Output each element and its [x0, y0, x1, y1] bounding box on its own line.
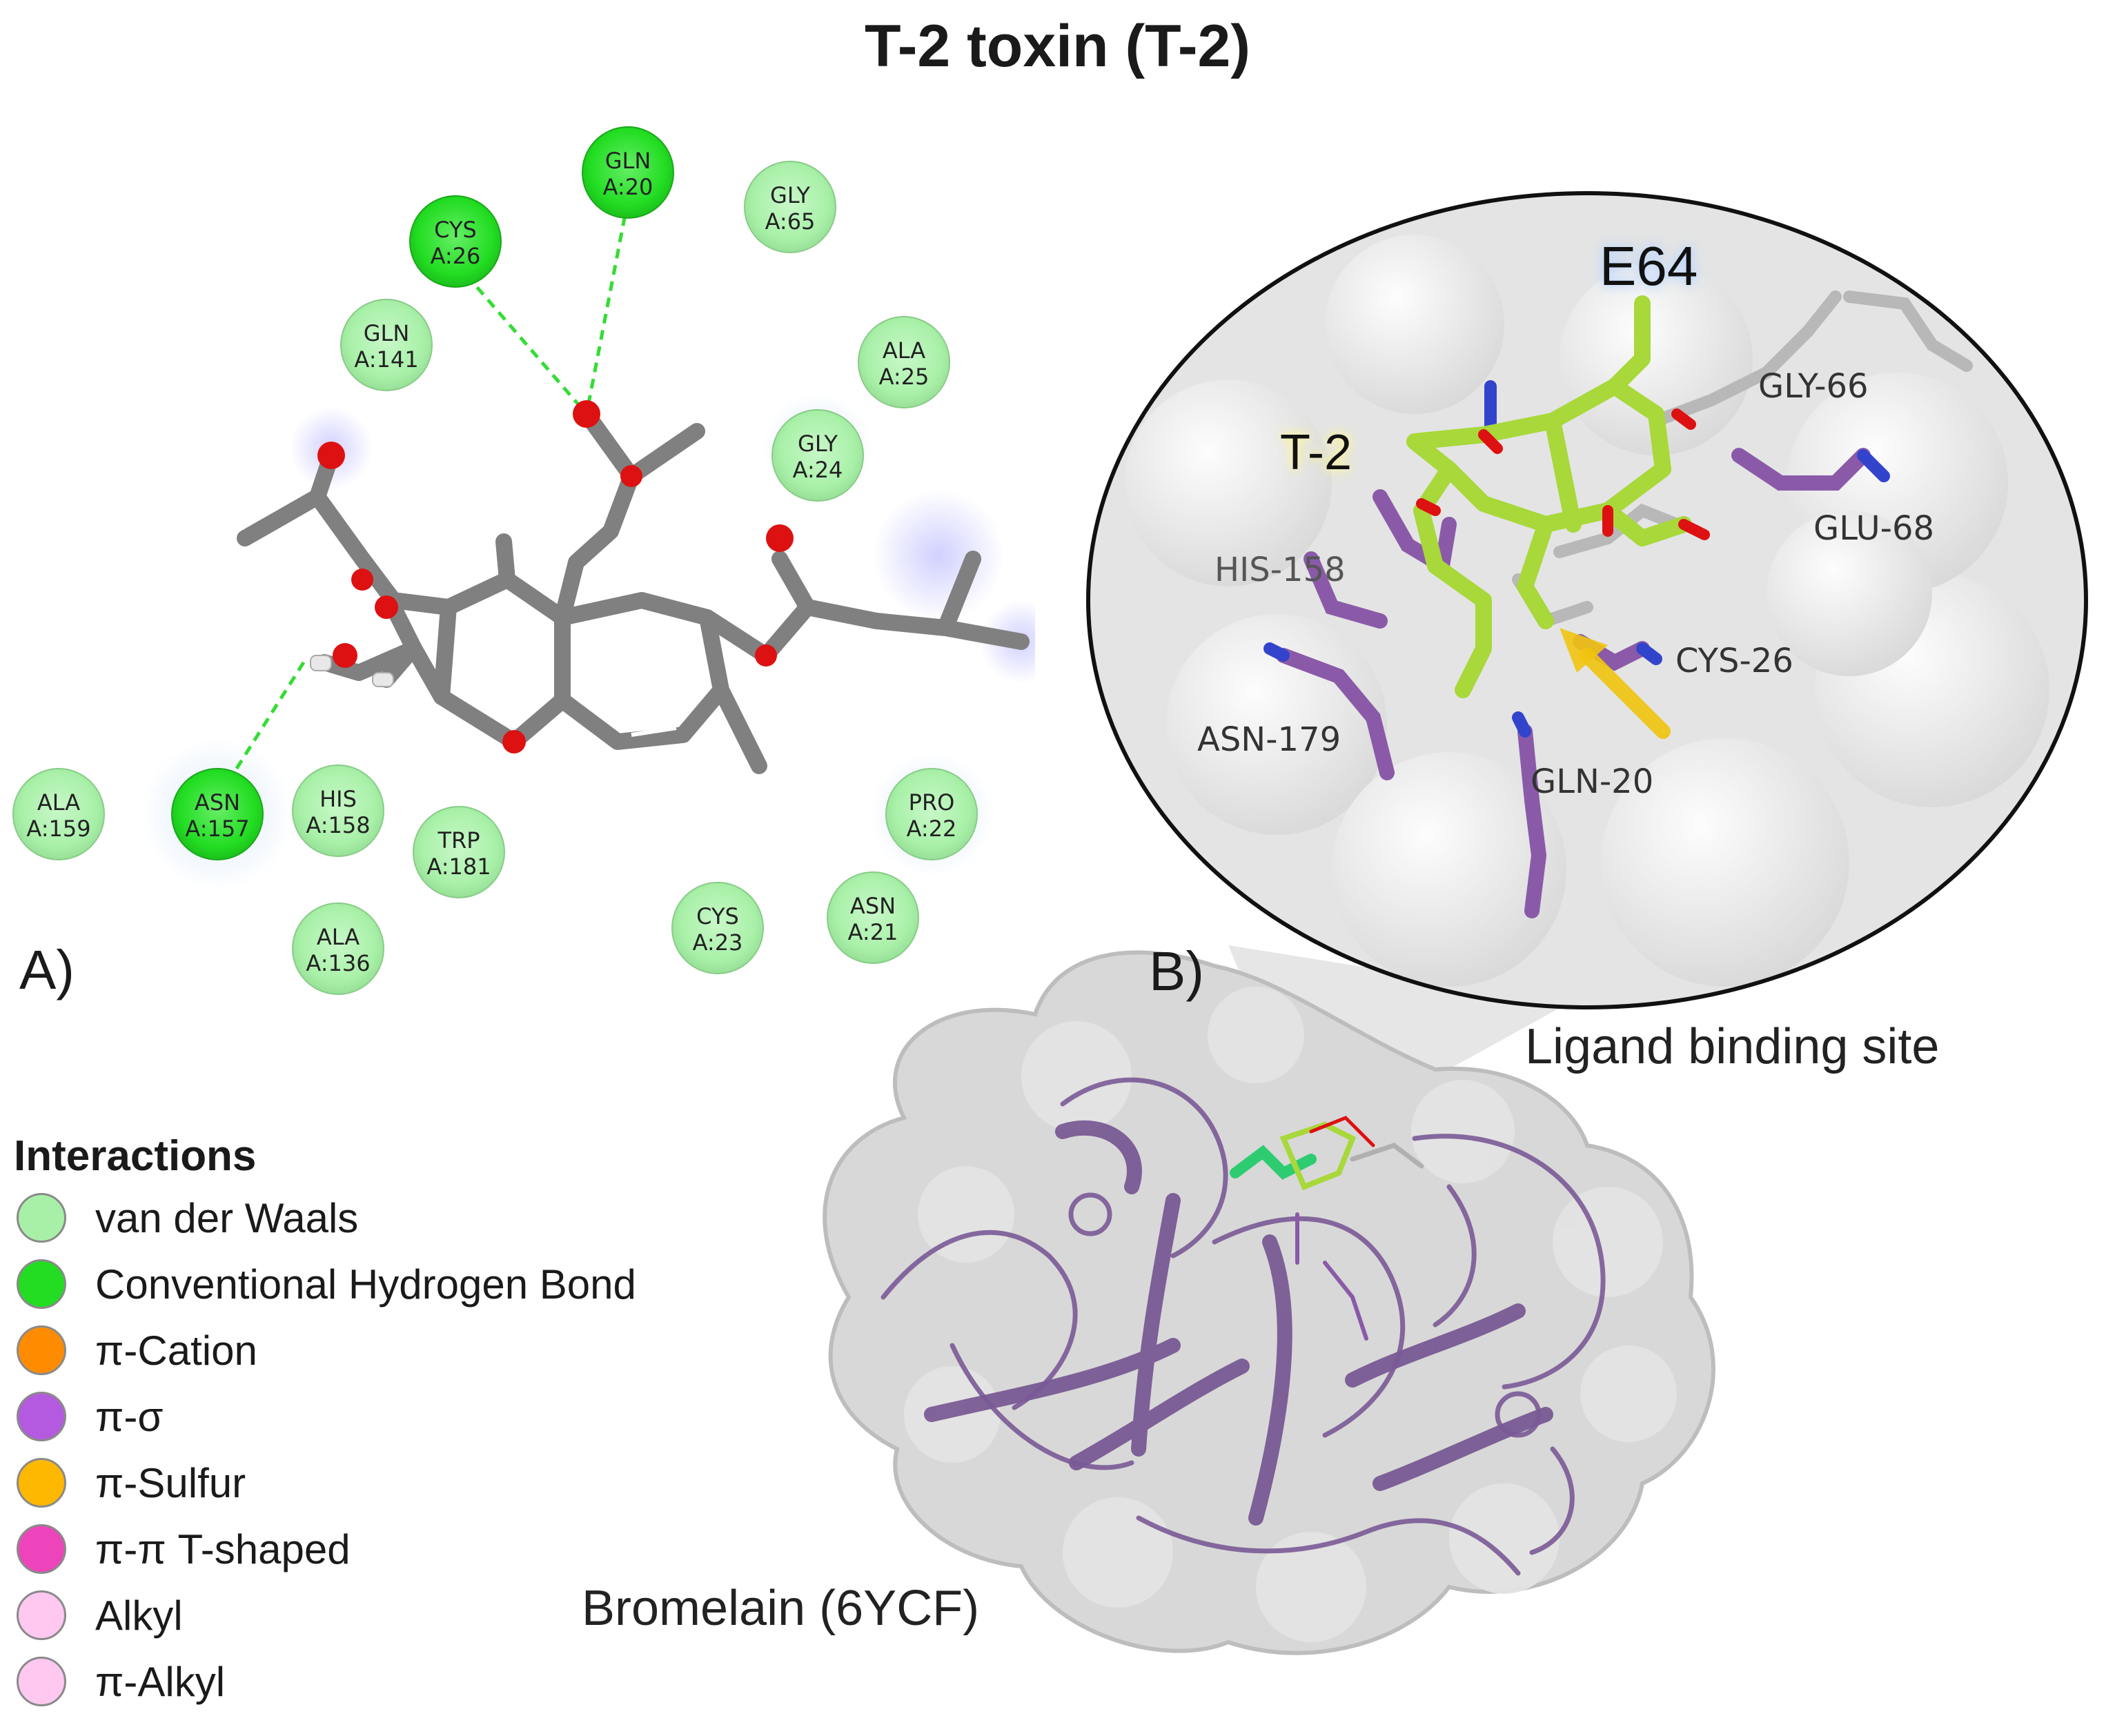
residue-label-glu68: GLU-68	[1813, 509, 1935, 548]
residue-position: A:25	[879, 364, 929, 390]
residue-position: A:24	[793, 457, 843, 483]
residue-name: GLN	[364, 320, 410, 346]
legend-item: Alkyl	[14, 1582, 256, 1648]
residue-name: ALA	[37, 789, 80, 816]
residue-name: CYS	[434, 217, 477, 243]
legend-item: π-σ	[14, 1383, 256, 1450]
residue-name: ALA	[883, 337, 925, 364]
residue-label-asn179: ASN-179	[1197, 720, 1341, 759]
legend-label: π-π T-shaped	[95, 1526, 351, 1572]
residue-label-cys26: CYS-26	[1675, 642, 1793, 680]
legend-item: van der Waals	[14, 1185, 358, 1251]
residue-position: A:20	[603, 174, 653, 200]
hbond-lines	[219, 199, 630, 795]
protein-ribbon	[881, 1077, 1606, 1576]
legend-swatch	[17, 1657, 66, 1706]
reference-label-e64: E64	[1600, 235, 1698, 297]
residue-name: TRP	[437, 827, 480, 854]
residue-position: A:65	[765, 208, 816, 235]
residue-name: CYS	[696, 903, 739, 929]
residue-position: A:22	[907, 816, 957, 842]
residue-name: ALA	[317, 924, 360, 950]
legend-item: π-Cation	[14, 1317, 257, 1383]
residue-label-his158: HIS-158	[1214, 551, 1346, 589]
residue-position: A:157	[185, 816, 249, 842]
legend-label: Conventional Hydrogen Bond	[95, 1261, 636, 1308]
residue-name: ASN	[850, 893, 896, 919]
ligand-sticks-small	[1230, 1116, 1424, 1341]
residue-position: A:23	[693, 929, 743, 956]
ligand-atoms	[310, 400, 794, 753]
residue-label-gly66: GLY-66	[1758, 367, 1869, 406]
site-label: Ligand binding site	[1525, 1019, 1940, 1074]
residue-position: A:158	[306, 812, 370, 838]
legend-item: π-Sulfur	[14, 1450, 256, 1516]
residue-name: HIS	[319, 786, 357, 812]
legend-label: Alkyl	[95, 1592, 183, 1639]
legend-label: π-Sulfur	[95, 1460, 246, 1506]
residue-name: ASN	[195, 789, 240, 816]
double-bond	[631, 726, 677, 737]
binding-site-3d-view	[823, 191, 2088, 1655]
protein-surface	[823, 950, 1715, 1655]
legend-swatch	[17, 1524, 66, 1574]
legend-swatch	[17, 1458, 66, 1508]
legend-label: π-Cation	[95, 1328, 257, 1374]
legend-item: Conventional Hydrogen Bond	[14, 1251, 636, 1317]
ligand-label-t2: T-2	[1280, 425, 1352, 480]
panel-b-label: B)	[1149, 940, 1204, 1002]
residue-position: A:21	[848, 919, 898, 945]
figure-title: T-2 toxin (T-2)	[865, 13, 1250, 79]
residue-position: A:141	[354, 346, 418, 373]
legend-label: van der Waals	[95, 1195, 359, 1241]
legend-item: π-Alkyl	[14, 1648, 256, 1715]
legend-swatch	[17, 1259, 66, 1309]
residue-position: A:26	[431, 243, 481, 269]
legend-item: π-π T-shaped	[14, 1516, 351, 1582]
residue-position: A:136	[306, 950, 370, 976]
residue-name: GLY	[770, 182, 810, 208]
legend-swatch	[17, 1392, 66, 1441]
legend-swatch	[17, 1193, 66, 1243]
legend-swatch	[17, 1325, 66, 1375]
legend-title: Interactions	[14, 1132, 257, 1180]
residue-label-gln20: GLN-20	[1531, 762, 1654, 801]
residue-position: A:159	[26, 816, 90, 842]
legend-label: π-Alkyl	[95, 1659, 226, 1705]
binding-arrow	[1560, 628, 1671, 739]
residue-position: A:181	[426, 854, 491, 880]
panel-a-label: A)	[19, 939, 75, 1000]
legend-swatch	[17, 1590, 66, 1640]
residue-name: PRO	[909, 789, 955, 816]
residue-name: GLN	[605, 148, 651, 174]
legend-label: π-σ	[95, 1394, 164, 1440]
zoom-ellipse	[1086, 191, 2088, 1009]
residue-name: GLY	[798, 431, 838, 457]
protein-label: Bromelain (6YCF)	[582, 1581, 980, 1636]
